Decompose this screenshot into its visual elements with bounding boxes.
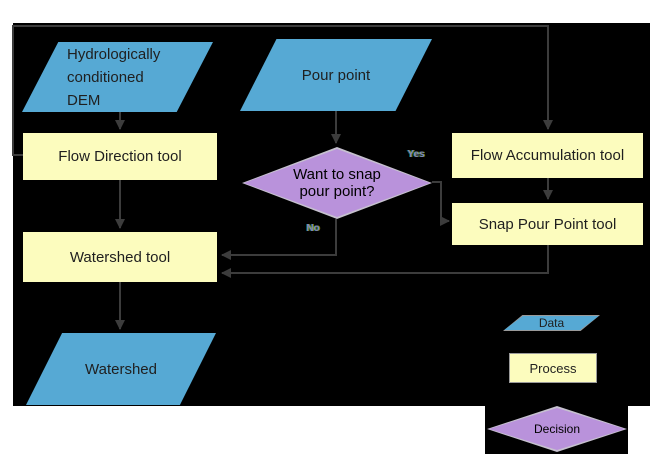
node-pour-point-label: Pour point <box>301 66 371 84</box>
legend-process-shape: Process <box>509 353 597 383</box>
node-watershed-tool-label: Watershed tool <box>69 248 171 266</box>
node-decision-label: Want to snap pour point? <box>293 166 381 200</box>
node-flow-accumulation-tool: Flow Accumulation tool <box>452 133 643 178</box>
legend-data-fill: Data <box>504 316 599 330</box>
node-snap-pour-point-label: Snap Pour Point tool <box>478 215 617 233</box>
node-watershed-label: Watershed <box>85 360 157 378</box>
node-snap-pour-point-tool: Snap Pour Point tool <box>452 203 643 245</box>
node-flow-direction-label: Flow Direction tool <box>58 148 182 165</box>
legend-data-label: Data <box>538 316 565 330</box>
edge-label-no: No <box>306 223 320 234</box>
node-watershed-tool: Watershed tool <box>23 232 217 282</box>
legend-data-shape: Data <box>503 315 600 331</box>
node-pour-point: Pour point <box>240 39 432 111</box>
node-watershed: Watershed <box>26 333 216 405</box>
node-flow-direction-tool: Flow Direction tool <box>23 133 217 180</box>
node-dem-label: Hydrologically conditioned DEM <box>67 45 161 109</box>
edge-label-yes: Yes <box>407 149 425 160</box>
node-flow-accumulation-label: Flow Accumulation tool <box>470 147 625 164</box>
legend-decision-label: Decision <box>533 422 581 436</box>
node-dem: Hydrologically conditioned DEM <box>22 42 213 112</box>
legend-process-label: Process <box>529 360 577 376</box>
